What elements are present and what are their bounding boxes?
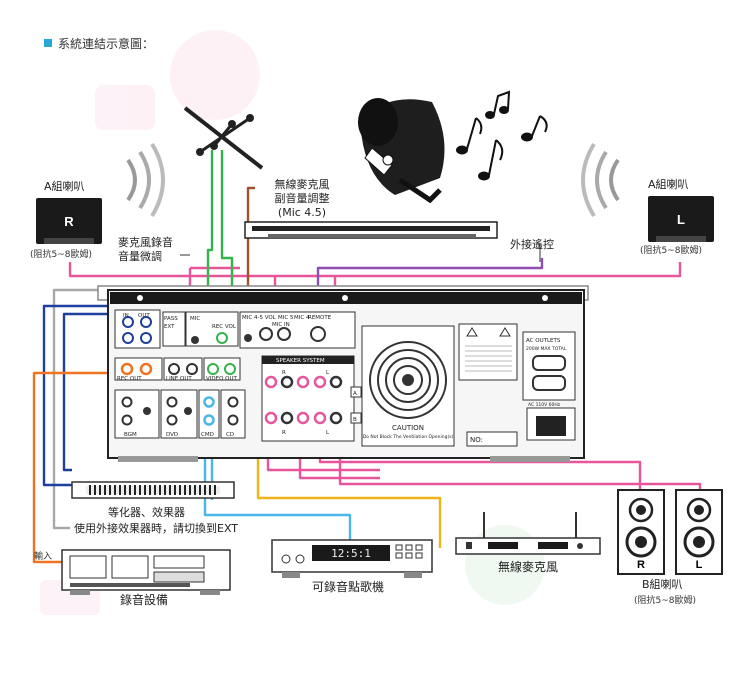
panel-caution: CAUTION [392, 424, 424, 432]
speaker-a-left: L [581, 142, 714, 242]
mic-vol-cable [246, 186, 255, 328]
panel-ac-total: 200W MAX TOTAL [526, 346, 567, 352]
title-bullet-icon [44, 39, 52, 47]
mic-stand [183, 106, 264, 170]
panel-pass: PASS [164, 316, 178, 322]
callout-line-2: 副音量調整 [274, 192, 330, 205]
speaker-a-r-channel: R [64, 214, 74, 229]
leader-lines [180, 244, 541, 262]
panel-labels: IN OUT PASS EXT MIC REC VOL REC OUT LINE… [117, 313, 567, 444]
panel-r-top: R [282, 370, 286, 376]
speaker-b-impedance: (阻抗5~8歐姆) [634, 596, 697, 606]
panel-l-top: L [326, 370, 330, 376]
wireless-mic-receiver [455, 512, 601, 555]
cd-display: 12:5:1 [331, 547, 371, 560]
singer-figure [358, 98, 445, 204]
panel-mic5: MIC 5 [278, 315, 294, 321]
ext-note: 使用外接效果器時，請切換到EXT [74, 522, 239, 535]
panel-ext: EXT [164, 324, 175, 330]
panel-ac-in: AC 110V 60Hz [528, 402, 561, 408]
recorder-label: 錄音設備 [120, 593, 169, 607]
cd-recorder-device: 12:5:1 [271, 539, 433, 578]
panel-out: OUT [138, 313, 150, 319]
panel-speaker-system: SPEAKER SYSTEM [276, 358, 325, 364]
speaker-a-right: R [36, 142, 165, 244]
panel-mic: MIC [190, 316, 200, 322]
panel-cmd: CMD [201, 432, 214, 438]
panel-video-out: VIDEO OUT [206, 376, 238, 382]
speaker-b-cable-l [338, 438, 702, 490]
speaker-b-l-channel: L [696, 559, 703, 571]
speaker-a-cable [68, 262, 682, 278]
panel-no: NO: [470, 436, 483, 444]
input-label: 輸入 [34, 552, 53, 562]
panel-ac-outlets: AC OUTLETS [526, 338, 561, 344]
amplifier-back-panel [97, 285, 589, 462]
recorder-device [61, 549, 231, 595]
panel-r-bottom: R [282, 430, 286, 436]
speaker-b-r-channel: R [637, 559, 645, 571]
tv-monitor [244, 221, 498, 239]
wireless-mic-vol-callout: 無線麥克風 副音量調整 (Mic 4.5) [258, 178, 346, 220]
panel-b: B [353, 417, 357, 423]
wireless-mic-label: 無線麥克風 [498, 560, 559, 574]
speaker-a-right-impedance: (阻抗5~8歐姆) [640, 246, 703, 256]
music-notes-icon [456, 90, 548, 181]
equalizer-device [71, 481, 235, 499]
page-title: 系統連結示意圖： [44, 35, 154, 52]
panel-mic4: MIC 4 [294, 315, 310, 321]
panel-rec-vol: REC VOL [212, 324, 237, 330]
panel-a: A [353, 391, 357, 397]
speaker-a-left-label: A組喇叭 [44, 180, 85, 193]
callout-line-2: 音量微調 [118, 250, 162, 263]
panel-remote: REMOTE [308, 315, 332, 321]
page-title-text: 系統連結示意圖： [58, 37, 155, 51]
panel-mic-vol: MIC 4-5 VOL [242, 315, 277, 321]
panel-cd: CD [226, 432, 234, 438]
speaker-b-label: B組喇叭 [642, 578, 683, 591]
callout-line-1: 麥克風錄音 [118, 236, 173, 249]
panel-in: IN [123, 313, 129, 319]
panel-mic-in: MIC IN [272, 322, 290, 328]
panel-bgm: BGM [124, 432, 137, 438]
speaker-a-left-impedance: (阻抗5~8歐姆) [30, 250, 93, 260]
speaker-a-right-label: A組喇叭 [648, 178, 689, 191]
remote-callout: 外接遙控 [510, 238, 554, 251]
callout-line-1: 無線麥克風 [274, 178, 330, 191]
callout-line-3: (Mic 4.5) [277, 206, 327, 219]
panel-l-bottom: L [326, 430, 330, 436]
speaker-a-l-channel: L [677, 212, 685, 227]
cd-recorder-label: 可錄音點歌機 [312, 580, 385, 594]
panel-dvd: DVD [166, 432, 178, 438]
speaker-b-pair: R L [617, 489, 723, 575]
equalizer-label: 等化器、效果器 [108, 506, 185, 519]
mic-rec-vol-callout: 麥克風錄音 音量微調 [118, 236, 173, 264]
panel-line-out: LINE OUT [166, 376, 192, 382]
panel-rec-out: REC OUT [117, 376, 142, 382]
panel-caution-sub: Do Not Block The Ventilation Opening(s) [363, 434, 454, 440]
recorder-cable [32, 371, 122, 564]
